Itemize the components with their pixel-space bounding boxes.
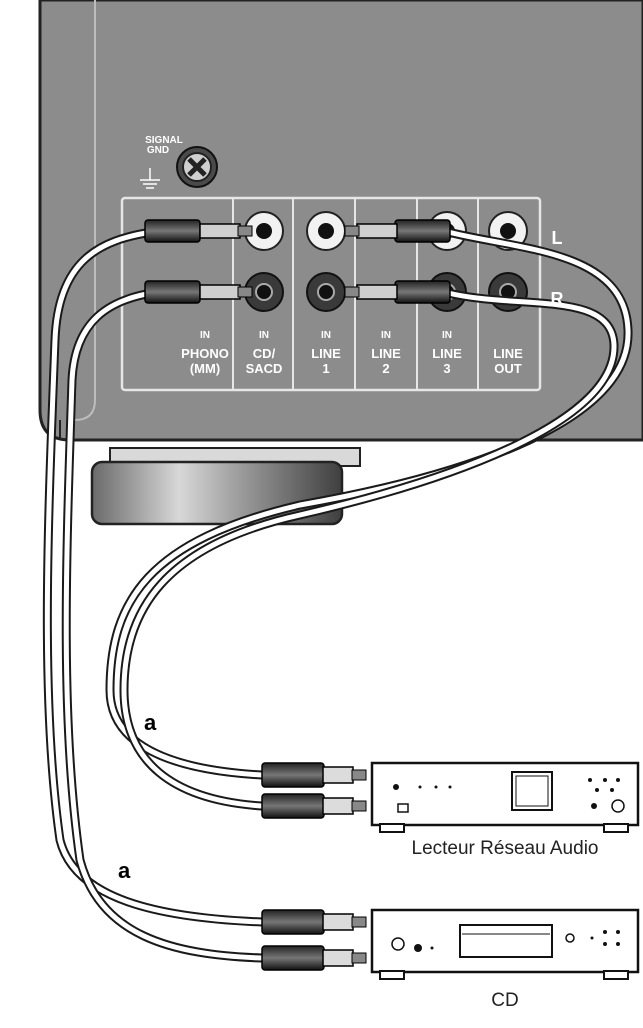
signal-ground-terminal[interactable] [176,146,218,188]
input-line3-tag: IN [442,330,452,341]
cd-player-device [370,908,640,980]
ground-label-line2: GND [147,145,169,156]
input-phono-sub: (MM) [190,361,220,376]
input-phono-name: PHONO [181,346,229,361]
input-cd-sub: SACD [246,361,283,376]
input-line3-sub: 3 [443,361,450,376]
ground-symbol-icon [140,168,160,189]
cable-label-upper: a [144,710,157,735]
network-player-plug-right [261,793,367,819]
line3-plug-left [344,219,451,243]
line-out-sub: OUT [494,361,522,376]
input-cd-name: CD/ [253,346,276,361]
line3-plug-right [344,280,451,304]
line-out-name: LINE [493,346,523,361]
input-line3-name: LINE [432,346,462,361]
network-player-label: Lecteur Réseau Audio [411,838,599,859]
rca-cable-network-player [105,227,633,811]
cd-player-plug-right [261,945,367,971]
cd-player-plug-left [261,909,367,935]
network-audio-player-device [370,761,640,833]
input-cd-tag: IN [259,330,269,341]
rca-cable-cd-player [42,227,267,963]
input-line1-sub: 1 [322,361,329,376]
panel-text: SIGNAL GND L R IN PHONO (MM) IN CD/ SACD… [145,135,563,376]
input-line2-name: LINE [371,346,401,361]
input-line1-name: LINE [311,346,341,361]
network-player-plug-left [261,762,367,788]
channel-right-label: R [551,289,564,309]
phono-plug-right [144,280,253,304]
phono-plug-left [144,219,253,243]
input-line1-tag: IN [321,330,331,341]
input-line2-tag: IN [381,330,391,341]
input-line2-sub: 2 [382,361,389,376]
cable-label-lower: a [118,858,131,883]
input-phono-tag: IN [200,330,210,341]
channel-left-label: L [552,228,563,248]
ground-label-line1: SIGNAL [145,135,183,146]
cd-player-label: CD [491,990,519,1011]
